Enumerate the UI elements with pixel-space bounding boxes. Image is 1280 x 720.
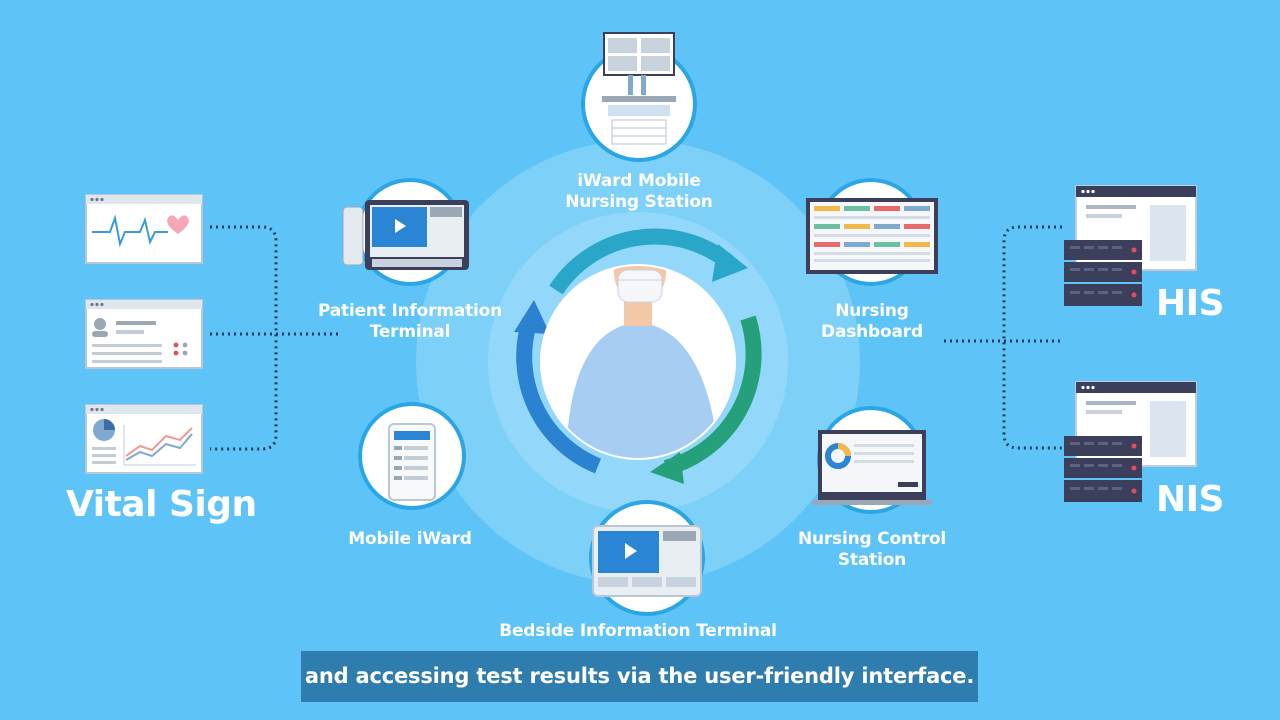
vital-monitor-screen [85,194,203,264]
iward-station-node [581,32,697,162]
label-line: Terminal [369,322,451,342]
nursing-control-node [812,406,932,514]
label-line: Dashboard [821,322,923,342]
cycle-arrows [514,228,762,484]
nursing-dashboard-node [806,178,938,286]
label-iward-mobile-station: iWard Mobile Nursing Station [552,171,726,213]
label-line: Station [837,550,907,570]
label-line: Nursing Station [565,192,713,212]
analytics-chart-screen [85,404,203,474]
his-server-illustration [1064,185,1197,306]
label-patient-info-terminal: Patient Information Terminal [310,301,510,343]
bedside-terminal-node [589,500,705,616]
patient-terminal-node [342,178,469,286]
vital-sign-title: Vital Sign [66,484,257,525]
nis-server-illustration [1064,381,1197,502]
subtitle-caption: and accessing test results via the user-… [301,651,978,702]
nis-title: NIS [1156,479,1224,520]
label-bedside-info-terminal: Bedside Information Terminal [488,621,788,642]
label-nursing-dashboard: Nursing Dashboard [800,301,944,343]
label-line: Bedside Information Terminal [499,621,777,641]
label-line: iWard Mobile [577,171,701,191]
patient-record-screen [85,299,203,369]
mobile-iward-node [358,402,466,510]
label-mobile-iward: Mobile iWard [330,529,490,550]
label-nursing-control-station: Nursing Control Station [790,529,954,571]
nurse-avatar [540,264,736,460]
his-nis-connector [944,225,1062,450]
label-line: Patient Information [317,301,503,321]
label-line: Nursing Control [797,529,947,549]
his-title: HIS [1156,283,1224,324]
label-line: Nursing [835,301,909,321]
label-line: Mobile iWard [348,529,472,549]
